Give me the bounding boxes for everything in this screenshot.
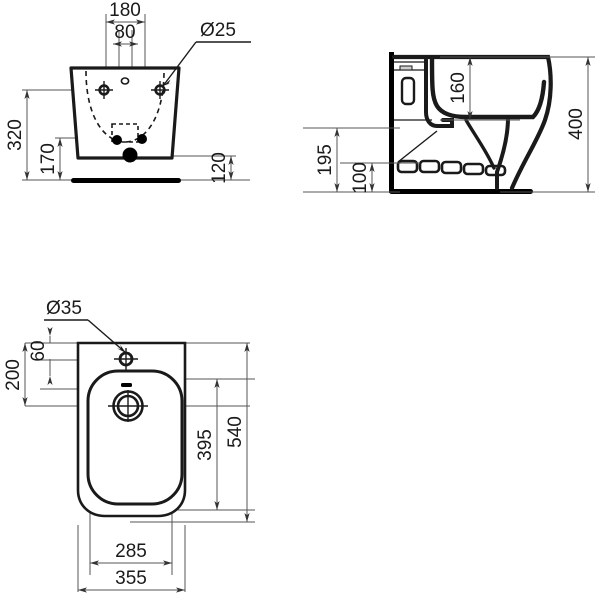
top-offset-200-label: 200 — [3, 359, 24, 391]
front-height-120: 120 — [209, 152, 234, 184]
front-width-80: 80 — [113, 22, 138, 47]
front-bowl-dashed — [85, 70, 165, 143]
front-vent-hole — [120, 77, 130, 85]
top-length-540: 540 — [225, 343, 250, 522]
side-inspection-box — [400, 76, 416, 106]
side-height-400-label: 400 — [566, 108, 587, 140]
side-bowl-outer-profile — [391, 54, 553, 191]
front-height-170-label: 170 — [38, 143, 59, 175]
side-pedestal-edge — [495, 116, 510, 190]
side-rim-return — [424, 58, 454, 128]
top-length-395-label: 395 — [195, 429, 216, 461]
top-length-395: 395 — [195, 379, 220, 510]
side-height-195-label: 195 — [315, 144, 336, 176]
front-fixing-hole-right — [151, 81, 169, 99]
side-hatch-leader — [397, 130, 438, 163]
top-waste-outlet — [108, 390, 148, 422]
side-floor-bar — [389, 189, 533, 194]
front-hole-d25-label: Ø25 — [200, 20, 236, 41]
side-height-160-label: 160 — [448, 72, 469, 104]
front-width-80-label: 80 — [114, 22, 135, 43]
front-outlet-dot-right — [137, 134, 147, 144]
side-height-400: 400 — [566, 57, 591, 192]
top-bowl-outline — [86, 369, 184, 506]
front-floor-bar — [71, 178, 181, 183]
front-waste-dot — [122, 147, 138, 163]
top-width-355-label: 355 — [115, 568, 147, 589]
side-rim-slots — [396, 159, 507, 177]
front-width-180-label: 180 — [109, 0, 141, 21]
front-height-120-label: 120 — [209, 152, 230, 184]
top-offset-200: 200 — [3, 343, 28, 406]
front-hole-d25: Ø25 — [162, 20, 251, 87]
side-wall-line — [389, 52, 394, 193]
front-height-170: 170 — [38, 138, 63, 180]
side-height-100: 100 — [350, 162, 375, 194]
top-offset-60-label: 60 — [28, 340, 49, 361]
top-view: Ø35 60 200 395 540 285 — [3, 298, 255, 593]
top-overflow-slot — [121, 383, 132, 387]
top-offset-60: 60 — [28, 327, 53, 385]
side-bowl-inner-profile — [429, 55, 547, 120]
side-height-100-label: 100 — [350, 162, 371, 194]
top-hole-d35: Ø35 — [44, 298, 127, 354]
top-width-285: 285 — [90, 541, 172, 566]
side-underside-curve — [464, 118, 496, 170]
front-height-320: 320 — [5, 90, 30, 180]
front-view: 180 80 Ø25 — [5, 0, 251, 184]
side-view-extension-lines — [303, 56, 595, 193]
top-length-540-label: 540 — [225, 416, 246, 448]
side-view: 160 400 195 100 — [303, 52, 595, 194]
front-width-180: 180 — [106, 0, 145, 25]
top-width-355: 355 — [78, 568, 185, 593]
front-trap-dashed — [111, 123, 139, 143]
side-flush-plate — [399, 65, 413, 71]
front-body-outline — [69, 66, 181, 160]
front-outlet-dot-left — [112, 135, 122, 145]
front-fixing-hole-left — [95, 81, 113, 99]
top-width-285-label: 285 — [115, 541, 147, 562]
side-height-195: 195 — [315, 128, 340, 192]
front-height-320-label: 320 — [5, 119, 26, 151]
side-height-160: 160 — [448, 57, 473, 120]
top-hole-d35-label: Ø35 — [46, 298, 82, 319]
